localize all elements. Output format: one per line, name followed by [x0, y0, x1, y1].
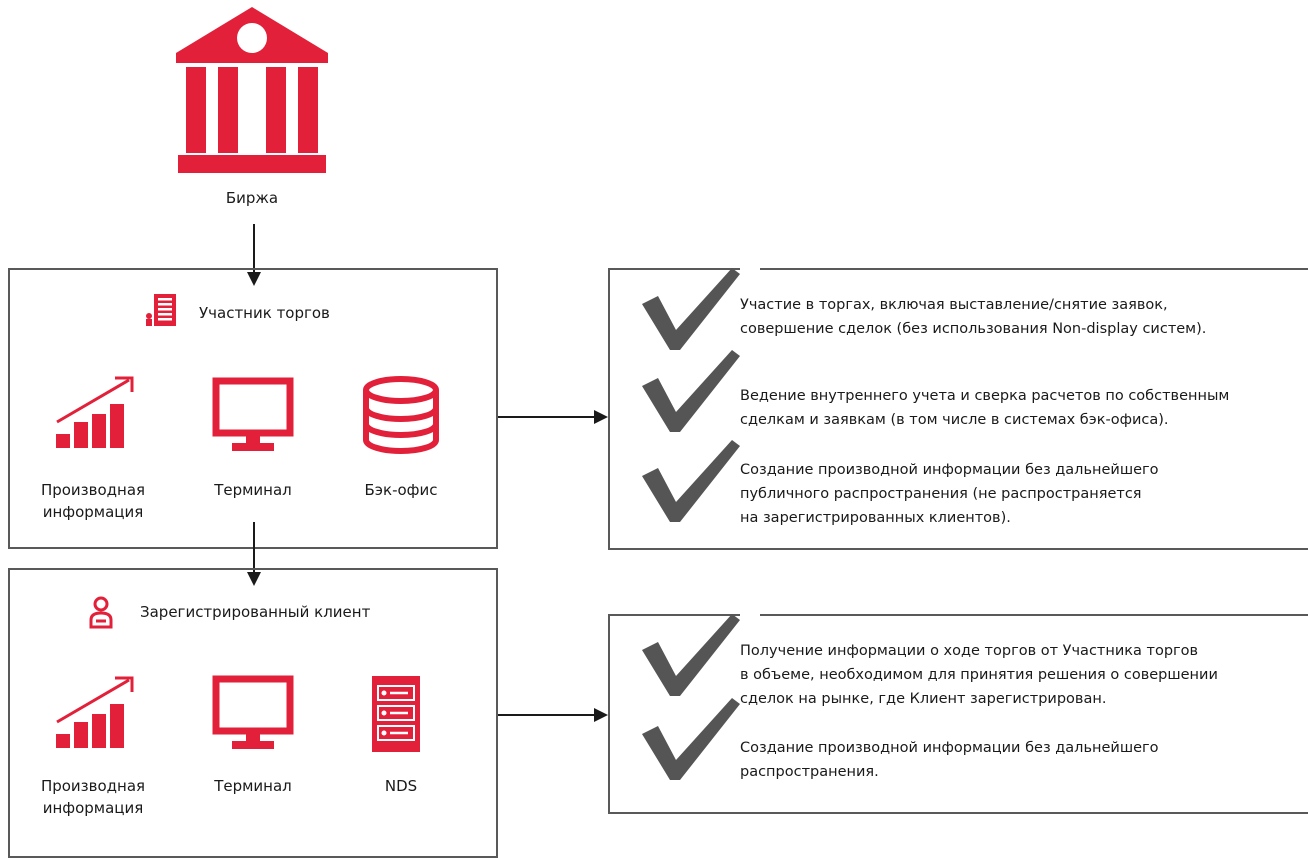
client-right-2: Создание производной информации без даль…	[740, 740, 1159, 780]
office-building-icon	[146, 294, 176, 326]
check-icon	[642, 350, 740, 432]
participant-right-1: Участие в торгах, включая выставление/сн…	[740, 297, 1207, 337]
monitor-icon	[212, 675, 294, 749]
participant-right-2: Ведение внутреннего учета и сверка расче…	[740, 388, 1230, 428]
client-item-nds-label: NDS	[384, 777, 418, 795]
database-icon	[363, 376, 439, 454]
client-title: Зарегистрированный клиент	[140, 603, 371, 621]
arrow-client-to-rights	[498, 708, 608, 722]
check-icon	[642, 440, 740, 522]
check-icon	[642, 614, 740, 696]
participant-title: Участник торгов	[199, 304, 330, 322]
arrow-participant-to-rights	[498, 410, 608, 424]
exchange-label: Биржа	[225, 189, 279, 207]
check-icon	[642, 698, 740, 780]
participant-rights-frame	[608, 268, 1308, 550]
growth-chart-icon	[56, 376, 134, 448]
client-right-1: Получение информации о ходе торгов от Уч…	[740, 643, 1218, 707]
arrow-exchange-to-participant	[247, 224, 261, 286]
monitor-icon	[212, 377, 294, 451]
person-icon	[89, 596, 113, 629]
participant-item-backoffice-label: Бэк-офис	[364, 481, 438, 499]
growth-chart-icon	[56, 676, 134, 748]
client-rights-frame	[608, 614, 1308, 814]
server-icon	[372, 676, 420, 752]
arrow-participant-to-client	[247, 522, 261, 586]
client-item-derived-label: Производная информация	[40, 777, 146, 817]
check-icon	[642, 268, 740, 350]
exchange-building-icon	[176, 7, 328, 173]
client-item-terminal-label: Терминал	[214, 777, 292, 795]
participant-item-terminal-label: Терминал	[214, 481, 292, 499]
participant-item-derived-label: Производная информация	[40, 481, 146, 521]
participant-right-3: Создание производной информации без даль…	[740, 462, 1159, 526]
